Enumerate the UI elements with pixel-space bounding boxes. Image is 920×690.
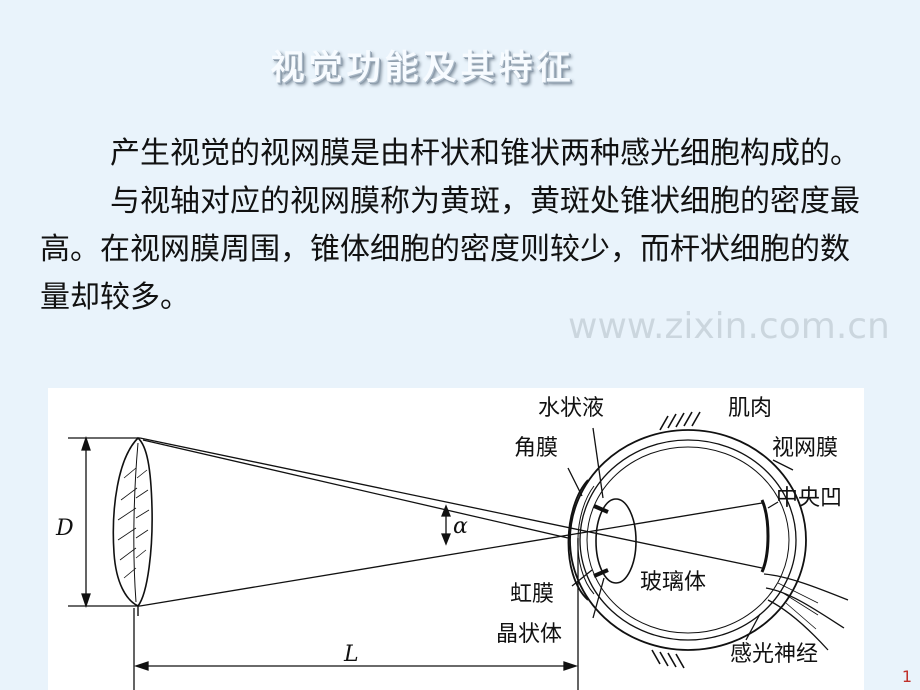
body-text: 产生视觉的视网膜是由杆状和锥状两种感光细胞构成的。 与视轴对应的视网膜称为黄斑，… — [40, 130, 870, 322]
label-iris: 虹膜 — [510, 582, 555, 607]
leader-cornea — [567, 467, 583, 497]
lens — [595, 498, 637, 584]
leader-retina — [772, 459, 794, 471]
page-number: 1 — [901, 667, 912, 686]
ray-top-b — [142, 439, 569, 539]
leader-iris — [571, 569, 593, 587]
label-retina: 视网膜 — [772, 436, 839, 461]
fovea — [760, 499, 770, 573]
label-optic-nerve: 感光神经 — [730, 642, 819, 667]
leaf-veins — [117, 467, 150, 579]
eye-diagram — [68, 411, 849, 690]
leaf-midrib — [133, 442, 139, 603]
muscle-hatch — [659, 411, 701, 431]
iris-top — [593, 504, 609, 514]
paragraph: 与视轴对应的视网膜称为黄斑，黄斑处锥状细胞的密度最高。在视网膜周围，锥体细胞的密… — [40, 184, 860, 315]
dimension-d-arrow-top — [81, 435, 91, 451]
leader-fovea — [767, 501, 779, 509]
alpha-arrow-head-top — [441, 504, 451, 517]
cornea-inner — [577, 485, 595, 595]
eye-diagram-figure: 水状液 肌肉 角膜 视网膜 中央凹 α 虹膜 玻璃体 晶状体 感光神经 D L — [48, 388, 864, 690]
dimension-l-arrow-right — [563, 661, 579, 671]
slide-title: 视觉功能及其特征 — [270, 48, 575, 88]
label-dimension-l: L — [344, 642, 359, 667]
label-muscle: 肌肉 — [728, 396, 773, 421]
label-lens: 晶状体 — [496, 622, 563, 647]
dimension-d-arrow-bottom — [81, 593, 91, 609]
label-aqueous-humor: 水状液 — [538, 396, 605, 421]
eyeball-inner — [586, 446, 790, 634]
leaf-object — [112, 436, 153, 608]
eyeball-outer — [569, 429, 807, 651]
label-fovea: 中央凹 — [776, 486, 843, 511]
label-cornea: 角膜 — [514, 436, 559, 461]
muscle-hatch-bottom — [651, 649, 685, 669]
cornea — [567, 479, 589, 601]
paragraph: 产生视觉的视网膜是由杆状和锥状两种感光细胞构成的。 — [110, 136, 860, 171]
leader-aqueous — [592, 427, 604, 499]
optic-nerve-fibers — [777, 582, 819, 630]
alpha-arrow-head-bottom — [441, 533, 451, 546]
label-dimension-d: D — [56, 516, 74, 541]
leader-optic — [745, 613, 761, 641]
dimension-l-arrow-left — [133, 661, 149, 671]
eyeball-retina-layer — [579, 439, 797, 641]
watermark: www.zixin.com.cn — [568, 306, 890, 347]
optic-nerve — [763, 573, 849, 651]
leader-lens — [592, 577, 605, 619]
label-alpha: α — [453, 514, 468, 539]
iris-bottom — [593, 568, 609, 578]
ray-top — [139, 437, 763, 569]
label-vitreous-body: 玻璃体 — [640, 570, 707, 595]
ray-bottom — [139, 502, 763, 607]
